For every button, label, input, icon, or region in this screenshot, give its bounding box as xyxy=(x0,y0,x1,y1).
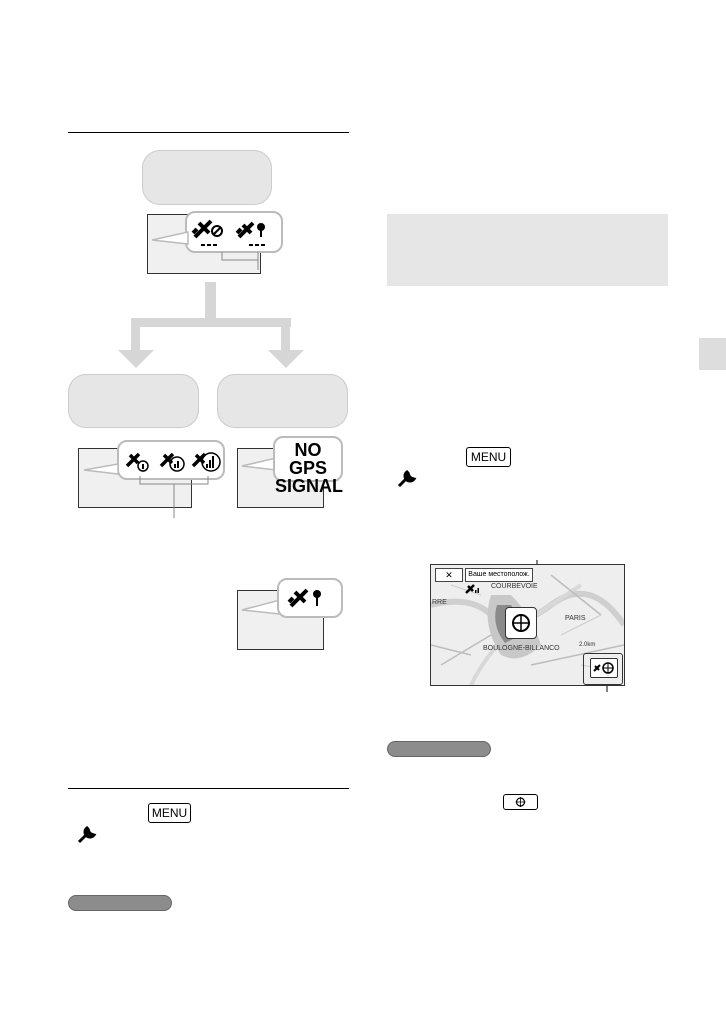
map-location-button[interactable]: Ваше местополож. xyxy=(465,568,533,582)
crosshair-icon xyxy=(512,614,530,632)
gps-off-icon xyxy=(191,219,223,246)
bubble-pointer-4 xyxy=(241,599,280,615)
menu-button[interactable]: MENU xyxy=(148,803,191,823)
state-box-right xyxy=(217,374,348,428)
gps-position-icon xyxy=(235,221,265,246)
arrow-left-head xyxy=(118,350,154,368)
gps-locate-icon xyxy=(593,662,614,674)
state-box-left xyxy=(68,374,199,428)
section-rule-top xyxy=(68,132,349,133)
map-label-paris: PARIS xyxy=(565,615,586,622)
position-button-inline[interactable] xyxy=(503,794,538,810)
gps-signal-strong-icon xyxy=(191,452,221,472)
no-gps-line2: SIGNAL xyxy=(275,476,344,496)
icon-bubble-2 xyxy=(117,440,225,480)
icon-bubble-4 xyxy=(277,578,343,618)
wrench-icon-right xyxy=(397,470,417,488)
arrow-left-stem xyxy=(131,318,140,354)
map-scale: 2.0km xyxy=(579,642,596,648)
no-gps-line1: NO GPS xyxy=(288,440,327,478)
gps-signal-icon xyxy=(465,584,479,594)
gps-signal-weak-icon xyxy=(159,452,185,472)
crosshair-icon-inline xyxy=(515,797,526,807)
arrow-right-stem xyxy=(281,318,290,354)
state-box-top xyxy=(142,150,272,205)
icon-bubble-1 xyxy=(185,211,283,253)
locate-frame xyxy=(583,653,623,685)
locate-button[interactable] xyxy=(590,658,618,678)
icon-bubble-3: NO GPS SIGNAL xyxy=(273,436,343,495)
gps-position-icon xyxy=(287,588,321,608)
arrow-branch xyxy=(131,318,291,327)
info-banner xyxy=(387,214,668,286)
note-label-pill xyxy=(68,895,172,911)
map-label-courbevoie: COURBEVOIE xyxy=(491,583,538,590)
map-label-rre: RRE xyxy=(432,599,447,606)
chapter-tab xyxy=(699,338,726,370)
note-label-pill-right xyxy=(387,741,491,757)
map-screen: ✕ Ваше местополож. COURBEVOIE PARIS BOUL… xyxy=(430,564,625,686)
menu-button-right[interactable]: MENU xyxy=(466,447,511,467)
map-label-boulogne: BOULOGNE-BILLANCO xyxy=(483,645,560,652)
gps-status-icons xyxy=(191,219,265,246)
bubble-pointer-2 xyxy=(83,463,209,518)
bubble-pointer-3 xyxy=(241,457,276,471)
map-close-button[interactable]: ✕ xyxy=(435,568,463,582)
gps-signal-icons xyxy=(125,452,221,472)
wrench-icon xyxy=(77,826,97,844)
arrow-right-head xyxy=(268,350,304,368)
gps-triangulating-icon xyxy=(125,452,149,472)
current-position-marker[interactable] xyxy=(505,607,537,639)
bubble-pointer-1 xyxy=(151,231,259,270)
arrow-stem xyxy=(205,282,216,320)
section-rule-bottom xyxy=(68,788,349,789)
